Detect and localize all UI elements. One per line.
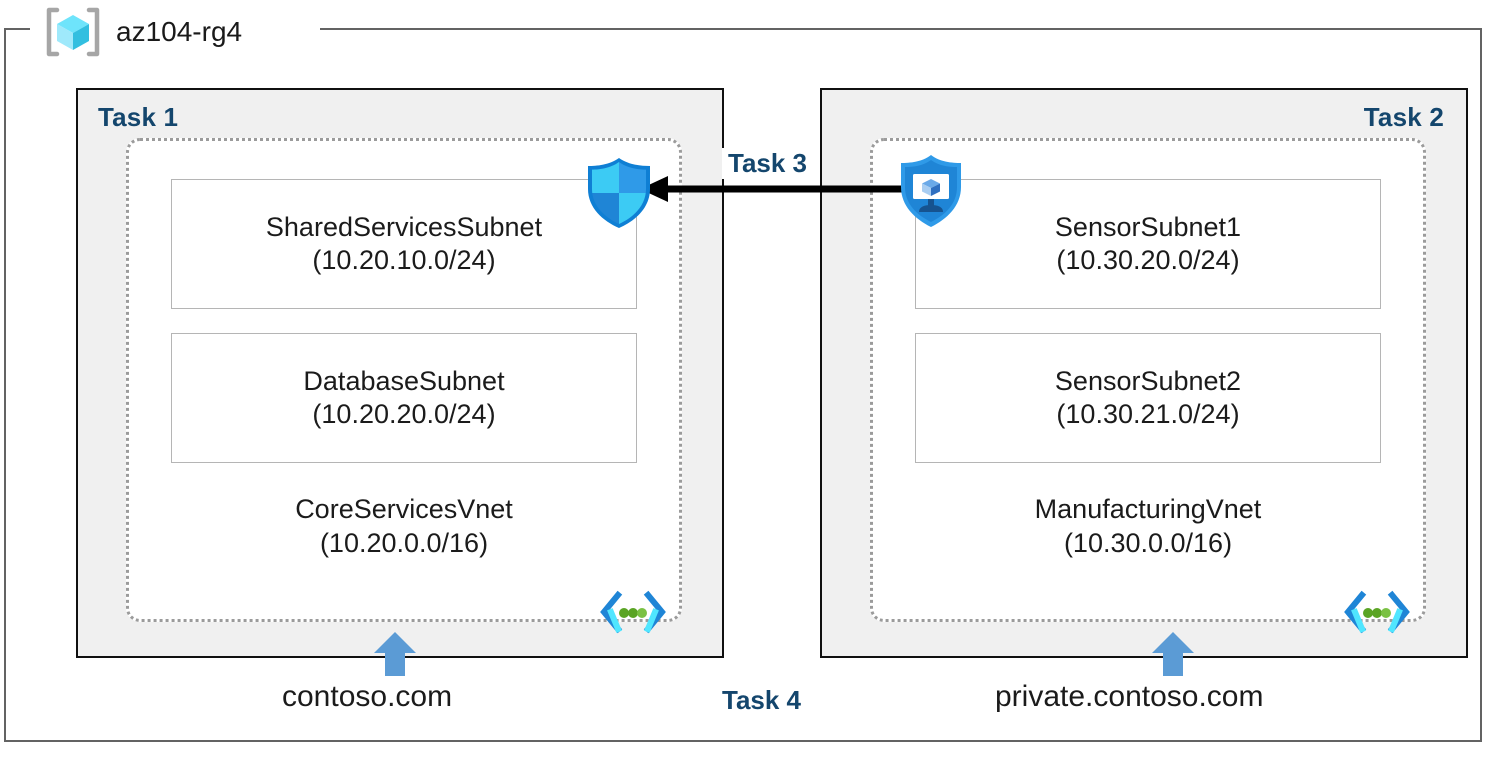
manufacturing-vnet-box: SensorSubnet1 (10.30.20.0/24) SensorSubn… bbox=[870, 138, 1426, 634]
resource-group-name: az104-rg4 bbox=[116, 16, 243, 47]
task-3-label: Task 3 bbox=[722, 148, 814, 179]
subnet-cidr: (10.30.21.0/24) bbox=[1056, 399, 1240, 429]
subnet-database: DatabaseSubnet (10.20.20.0/24) bbox=[171, 333, 637, 463]
virtual-network-icon bbox=[1344, 590, 1410, 634]
manufacturing-vnet-caption: ManufacturingVnet (10.30.0.0/16) bbox=[873, 493, 1423, 561]
task-1-heading: Task 1 bbox=[98, 102, 179, 132]
subnet-name: SensorSubnet2 bbox=[1054, 366, 1242, 397]
task-4-label: Task 4 bbox=[722, 685, 802, 715]
subnet-cidr: (10.30.20.0/24) bbox=[1056, 245, 1240, 275]
up-arrow-icon bbox=[374, 632, 416, 676]
resource-group-cube-icon bbox=[46, 7, 100, 57]
vnet-name: CoreServicesVnet bbox=[295, 494, 513, 524]
up-arrow-icon bbox=[1152, 632, 1194, 676]
subnet-name: SensorSubnet1 bbox=[1054, 212, 1242, 243]
core-services-vnet-caption: CoreServicesVnet (10.20.0.0/16) bbox=[129, 493, 679, 561]
virtual-network-icon bbox=[600, 590, 666, 634]
task-2-heading: Task 2 bbox=[1363, 102, 1444, 132]
vnet-peering-arrow bbox=[640, 176, 904, 202]
core-services-vnet-box: SharedServicesSubnet (10.20.10.0/24) Dat… bbox=[126, 138, 682, 634]
subnet-cidr: (10.20.20.0/24) bbox=[312, 399, 496, 429]
subnet-name: SharedServicesSubnet bbox=[265, 212, 543, 243]
network-security-group-shield-vm-icon bbox=[901, 155, 961, 227]
subnet-sensor-1: SensorSubnet1 (10.30.20.0/24) bbox=[915, 179, 1381, 309]
azure-firewall-shield-icon bbox=[588, 158, 650, 228]
subnet-shared-services: SharedServicesSubnet (10.20.10.0/24) bbox=[171, 179, 637, 309]
resource-group-label: az104-rg4 bbox=[44, 6, 242, 58]
vnet-cidr: (10.30.0.0/16) bbox=[1063, 527, 1233, 558]
dns-zone-private-contoso: private.contoso.com bbox=[995, 680, 1264, 713]
subnet-name: DatabaseSubnet bbox=[303, 366, 505, 397]
vnet-cidr: (10.20.0.0/16) bbox=[319, 527, 489, 558]
subnet-cidr: (10.20.10.0/24) bbox=[312, 245, 496, 275]
vnet-name: ManufacturingVnet bbox=[1034, 494, 1262, 524]
subnet-sensor-2: SensorSubnet2 (10.30.21.0/24) bbox=[915, 333, 1381, 463]
dns-zone-contoso: contoso.com bbox=[282, 680, 453, 713]
resource-group-label-gap bbox=[30, 20, 320, 38]
resource-group-boundary bbox=[4, 28, 1482, 742]
